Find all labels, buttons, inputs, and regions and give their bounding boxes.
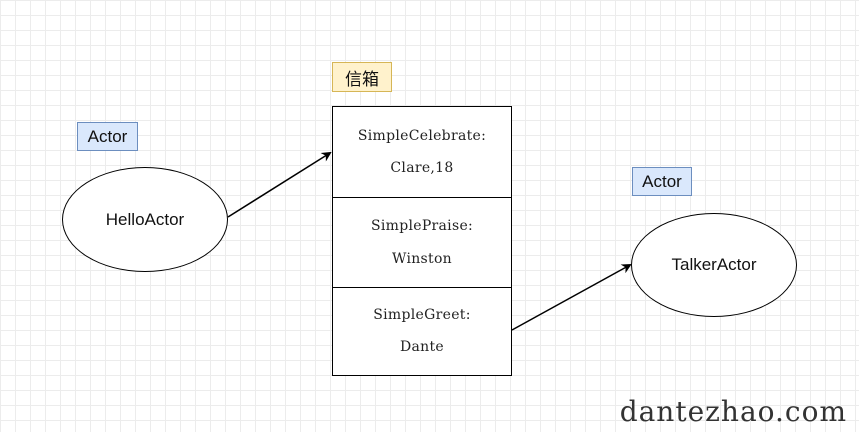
sender-actor-tag: Actor — [77, 122, 138, 151]
message-type: SimplePraise: — [370, 218, 474, 235]
message-payload: Clare,18 — [390, 160, 454, 177]
message-payload: Dante — [400, 338, 444, 355]
message-type: SimpleGreet: — [373, 307, 471, 324]
mailbox-tag: 信箱 — [332, 62, 392, 92]
arrow-sender-to-mailbox — [227, 151, 332, 218]
talker-actor-node: TalkerActor — [631, 213, 797, 317]
message-slot-celebrate: SimpleCelebrate: Clare,18 — [333, 107, 511, 197]
message-slot-praise: SimplePraise: Winston — [333, 197, 511, 287]
watermark: dantezhao.com — [619, 395, 847, 428]
arrow-mailbox-to-receiver — [511, 264, 632, 331]
message-type: SimpleCelebrate: — [357, 127, 487, 144]
message-slot-greet: SimpleGreet: Dante — [333, 287, 511, 374]
receiver-actor-tag: Actor — [632, 167, 692, 196]
message-payload: Winston — [392, 250, 452, 267]
mailbox: SimpleCelebrate: Clare,18 SimplePraise: … — [332, 106, 512, 376]
hello-actor-node: HelloActor — [62, 167, 228, 272]
